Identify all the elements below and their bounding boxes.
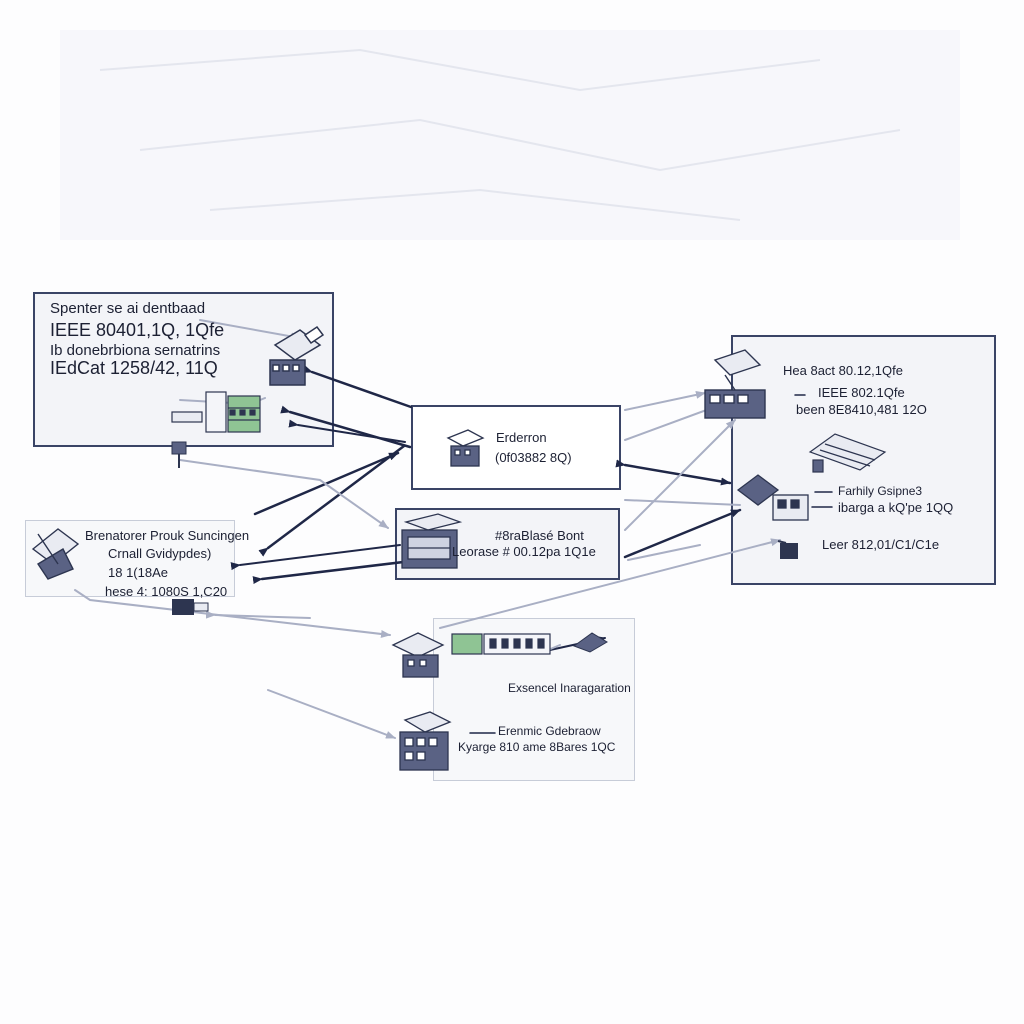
sabbase-title: #8raBlasé Bont	[495, 528, 584, 543]
wire-2	[280, 405, 412, 449]
breadner-title: Brenatorer Prouk Suncingen	[85, 528, 250, 543]
farhily-title: Farhily Gsipne3	[838, 484, 923, 498]
farhily-line-2: ibarga a kQ'pe 1QQ	[838, 500, 954, 515]
heabact-line-2: IEEE 802.1Qfe	[818, 385, 905, 400]
wire-14	[74, 589, 391, 638]
network-switch-icon	[269, 325, 325, 386]
wire-21	[439, 538, 781, 629]
port-connector-icon	[171, 441, 187, 468]
wan-link-icon	[572, 632, 608, 653]
sabbase-line-2: Leorase # 00.12pa 1Q1e	[452, 544, 596, 559]
wire-17	[624, 390, 706, 411]
wire-7	[252, 558, 422, 585]
farhily-line-3: Leer 812,01/C1/C1e	[822, 537, 940, 552]
eremic-title: Erenmic Gdebraow	[498, 724, 601, 738]
core-switch-icon	[704, 349, 766, 419]
endpoint-icon	[777, 540, 798, 559]
wire-5	[258, 444, 406, 557]
wire-1	[302, 365, 413, 409]
wire-22	[627, 544, 701, 561]
access-point-icon	[31, 528, 80, 580]
spanner-line-2: IEEE 80401,1Q, 1Qfe	[50, 320, 225, 340]
spanner-title: Spenter se ai dentbaad	[50, 300, 206, 317]
background-haze	[60, 30, 960, 240]
rack-cluster-icon	[808, 433, 887, 473]
wire-13	[199, 319, 301, 341]
heabact-title: Hea 8act 80.12,1Qfe	[783, 363, 903, 378]
spanner-line-3: Ib donebrbiona sernatrins	[50, 342, 221, 359]
eremic-line-2: Kyarge 810 ame 8Bares 1QC	[458, 740, 616, 754]
wire-16	[267, 689, 396, 739]
gateway-stack-icon	[399, 711, 452, 771]
wire-9	[623, 508, 742, 559]
modem-icon	[172, 599, 209, 615]
firewall-icon	[736, 474, 809, 521]
wire-15	[205, 610, 311, 619]
wire-8	[615, 459, 732, 486]
spanner-line-4: IEdCat 1258/42, 11Q	[50, 358, 218, 378]
wire-12	[179, 459, 389, 529]
heabact-line-3: been 8E8410,481 12O	[796, 402, 927, 417]
edge-router-icon	[391, 632, 445, 678]
erderron-title: Erderron	[496, 430, 547, 445]
wire-3	[288, 419, 406, 443]
breadner-line-2: Crnall Gvidypdes)	[108, 546, 212, 561]
switch-chassis-icon	[401, 513, 463, 569]
breadner-line-3: 18 1(18Ae	[108, 565, 168, 580]
router-icon	[446, 429, 485, 467]
patch-panel-icon	[451, 633, 551, 655]
wire-18	[624, 404, 721, 441]
server-rack-icon	[171, 391, 261, 433]
wire-19	[624, 419, 736, 531]
erderron-box	[411, 405, 621, 490]
breadner-line-4: hese 4: 1080S 1,C20	[105, 584, 228, 599]
erderron-line-2: (0f03882 8Q)	[495, 450, 572, 465]
exsencel-title: Exsencel Inaragaration	[508, 681, 631, 695]
wire-6	[230, 544, 401, 571]
wire-20	[624, 499, 741, 506]
